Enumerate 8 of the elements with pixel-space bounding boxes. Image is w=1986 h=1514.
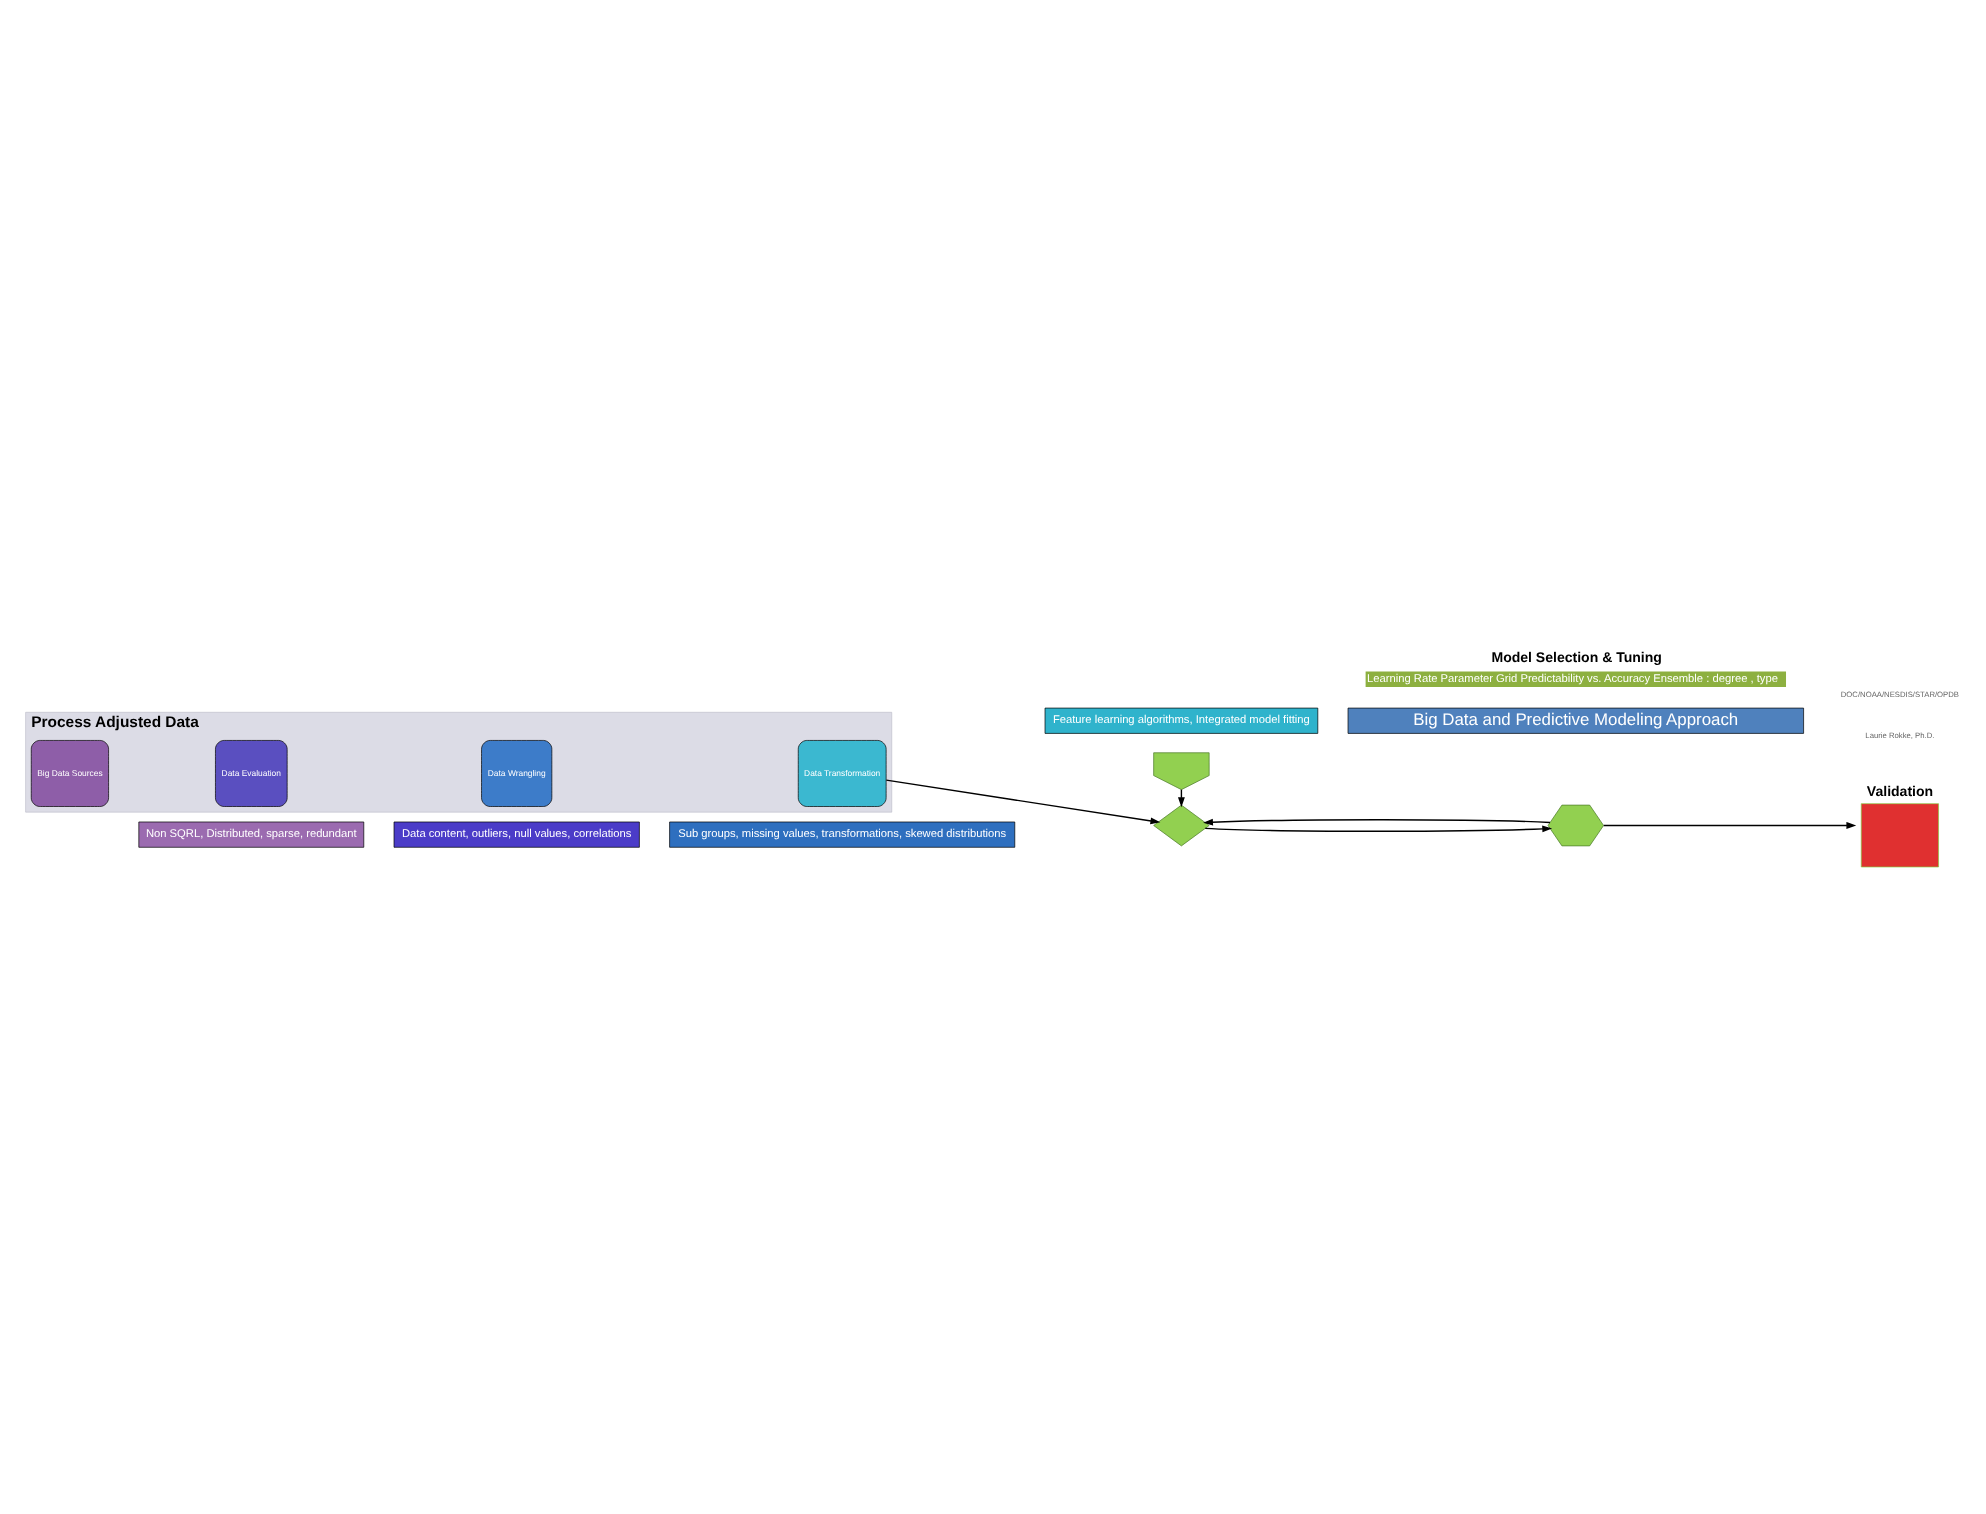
node-box: Big Data and Predictive Modeling Approach [1347, 706, 1804, 733]
node-diamond [1153, 803, 1210, 846]
arrow [885, 778, 1161, 824]
node-pentagon [1153, 751, 1210, 789]
arrow [1603, 821, 1857, 828]
node-hexagon [1547, 803, 1604, 846]
arrow [1204, 824, 1553, 832]
arrow [1203, 817, 1551, 825]
